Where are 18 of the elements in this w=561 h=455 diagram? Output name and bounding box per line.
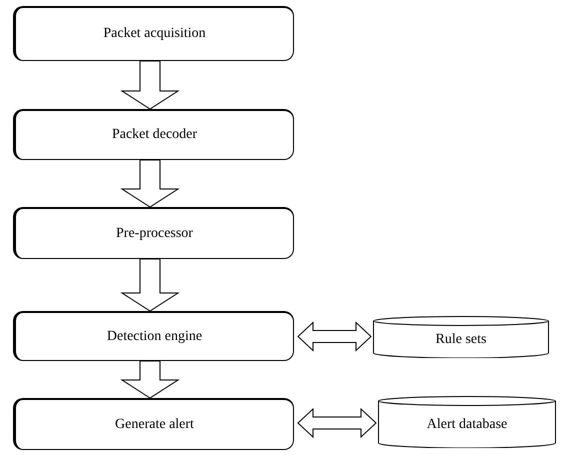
process-box [13,6,294,61]
process-box [13,109,294,160]
block-arrow [120,258,180,312]
node-label: Packet decoder [112,127,198,143]
node-label: Rule sets [436,331,486,348]
node-label: Packet acquisition [103,26,206,42]
node-label: Pre-processor [116,226,193,242]
process-box [13,311,294,361]
block-arrow [120,60,180,110]
block-arrow [120,160,180,208]
block-arrow [297,321,372,352]
process-box [13,207,294,259]
block-arrow [120,360,180,398]
node-label: Detection engine [106,328,202,344]
process-box [13,398,294,450]
node-label: Alert database [426,416,508,433]
node-label: Generate alert [115,416,194,432]
block-arrow [297,408,376,438]
